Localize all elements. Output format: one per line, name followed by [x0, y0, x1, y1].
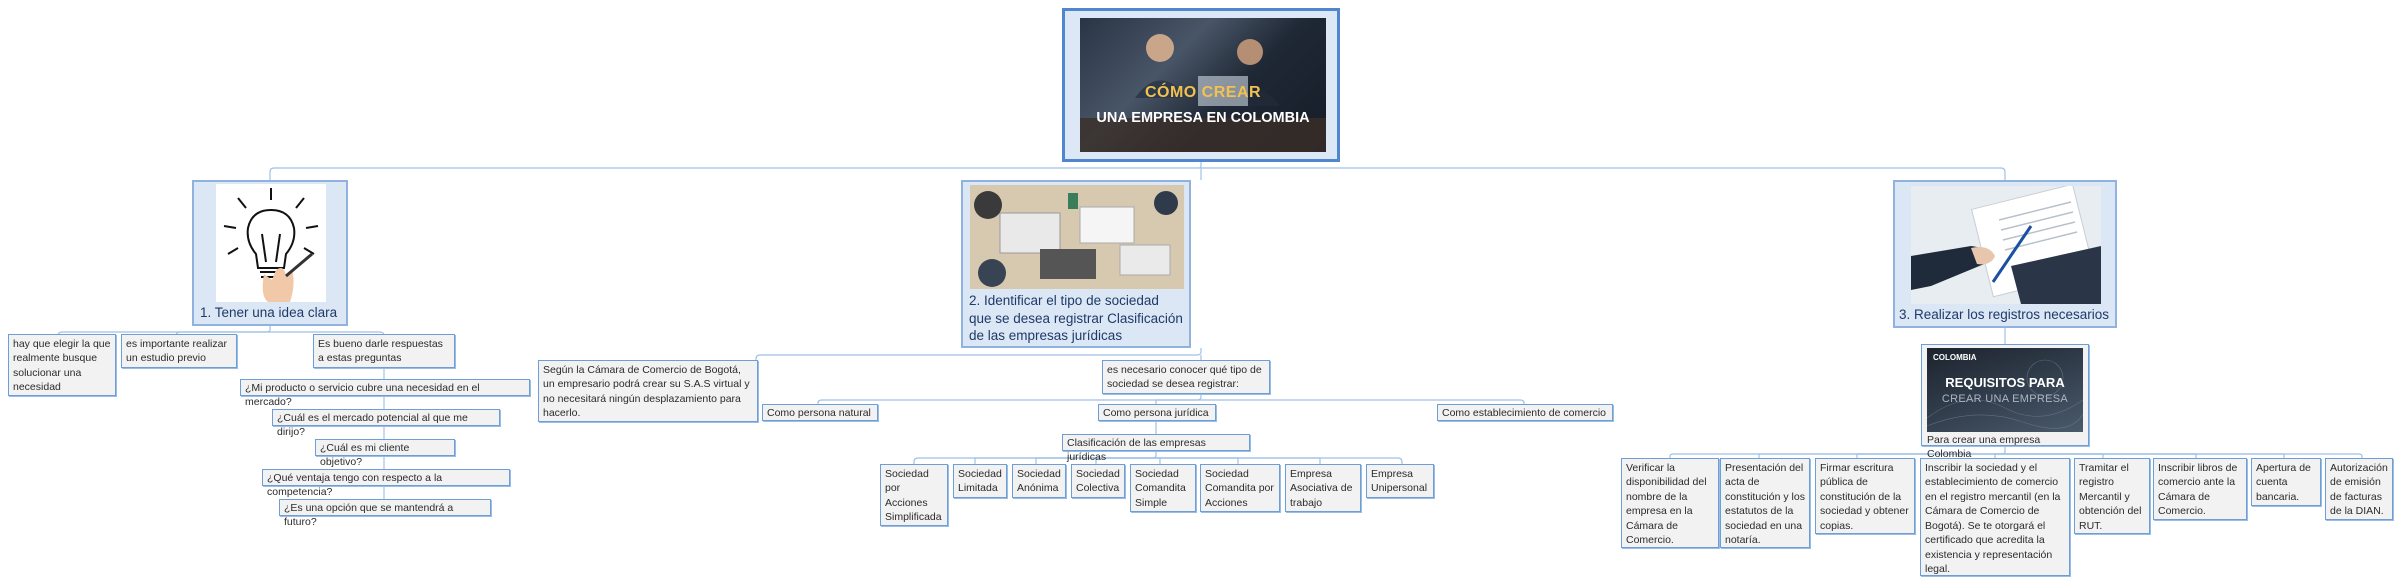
branch1-item[interactable]: Es bueno darle respuestas a estas pregun…	[313, 334, 455, 368]
sas-virtual-note[interactable]: Según la Cámara de Comercio de Bogotá, u…	[538, 360, 758, 422]
requirements-node[interactable]: COLOMBIA REQUISITOS PARA CREAR UNA EMPRE…	[1921, 344, 2089, 460]
branch2-topic[interactable]: 2. Identificar el tipo de sociedad que s…	[961, 180, 1191, 348]
registration-step[interactable]: Inscribir la sociedad y el establecimien…	[1920, 458, 2070, 576]
branch1-item[interactable]: hay que elegir la que realmente busque s…	[8, 334, 116, 396]
requirements-caption: Para crear una empresa Colombia	[1927, 434, 2041, 461]
registration-step[interactable]: Inscribir libros de comercio ante la Cám…	[2153, 458, 2247, 520]
lightbulb-icon	[223, 188, 319, 302]
company-type-item[interactable]: Sociedad Colectiva	[1071, 464, 1125, 498]
office-table-photo	[970, 185, 1184, 289]
registration-step[interactable]: Verificar la disponibilidad del nombre d…	[1621, 458, 1719, 548]
company-type-item[interactable]: Empresa Asociativa de trabajo	[1285, 464, 1361, 512]
banner-title: REQUISITOS PARA	[1945, 375, 2065, 390]
branch3-topic[interactable]: 3. Realizar los registros necesarios	[1893, 180, 2117, 328]
banner-country: COLOMBIA	[1933, 353, 1977, 362]
type-item[interactable]: Como persona natural	[762, 404, 878, 421]
branch1-item[interactable]: es importante realizar un estudio previo	[121, 334, 237, 368]
meeting-table-illustration	[970, 185, 1184, 289]
company-type-item[interactable]: Sociedad Comandita por Acciones	[1200, 464, 1280, 512]
city-lights-backdrop	[1927, 359, 2083, 429]
lightbulb-illustration	[216, 184, 326, 302]
society-intro[interactable]: es necesario conocer qué tipo de socieda…	[1102, 360, 1270, 394]
root-banner-image: CÓMO CREAR UNA EMPRESA EN COLOMBIA	[1080, 18, 1326, 152]
requirements-banner: COLOMBIA REQUISITOS PARA CREAR UNA EMPRE…	[1927, 348, 2083, 432]
question-item[interactable]: ¿Cuál es mi cliente objetivo?	[315, 439, 455, 468]
question-item[interactable]: ¿Cuál es el mercado potencial al que me …	[272, 409, 500, 438]
question-item[interactable]: ¿Qué ventaja tengo con respecto a la com…	[262, 469, 510, 498]
question-item[interactable]: ¿Es una opción que se mantendrá a futuro…	[279, 499, 491, 528]
branch2-title: 2. Identificar el tipo de sociedad que s…	[969, 293, 1183, 344]
registration-step[interactable]: Tramitar el registro Mercantil y obtenci…	[2074, 458, 2150, 534]
company-type-item[interactable]: Sociedad Comandita Simple	[1130, 464, 1196, 512]
signing-document-photo	[1911, 186, 2101, 304]
registration-step[interactable]: Presentación del acta de constitución y …	[1720, 458, 1810, 548]
type-item[interactable]: Como persona jurídica	[1098, 404, 1216, 421]
company-type-item[interactable]: Sociedad Anónima	[1012, 464, 1066, 498]
type-item[interactable]: Como establecimiento de comercio	[1437, 404, 1613, 421]
handshake-signing-illustration	[1911, 186, 2101, 304]
root-title-line2: UNA EMPRESA EN COLOMBIA	[1096, 110, 1310, 126]
branch1-title: 1. Tener una idea clara	[200, 305, 338, 320]
registration-step[interactable]: Autorización de emisión de facturas de l…	[2325, 458, 2393, 520]
question-item[interactable]: ¿Mi producto o servicio cubre una necesi…	[240, 379, 530, 408]
root-topic[interactable]: CÓMO CREAR UNA EMPRESA EN COLOMBIA	[1062, 8, 1340, 162]
company-type-item[interactable]: Sociedad por Acciones Simplificada	[880, 464, 948, 526]
classification-node[interactable]: Clasificación de las empresas jurídicas	[1062, 434, 1250, 463]
registration-step[interactable]: Firmar escritura pública de constitución…	[1815, 458, 1915, 534]
branch1-topic[interactable]: 1. Tener una idea clara	[192, 180, 348, 326]
company-type-item[interactable]: Sociedad Limitada	[953, 464, 1007, 498]
root-title-line1: CÓMO CREAR	[1144, 84, 1262, 101]
registration-step[interactable]: Apertura de cuenta bancaria.	[2251, 458, 2321, 506]
company-type-item[interactable]: Empresa Unipersonal	[1366, 464, 1434, 498]
branch3-title: 3. Realizar los registros necesarios	[1898, 307, 2110, 322]
people-at-laptop-illustration	[1080, 18, 1326, 152]
banner-subtitle: CREAR UNA EMPRESA	[1941, 393, 2069, 405]
